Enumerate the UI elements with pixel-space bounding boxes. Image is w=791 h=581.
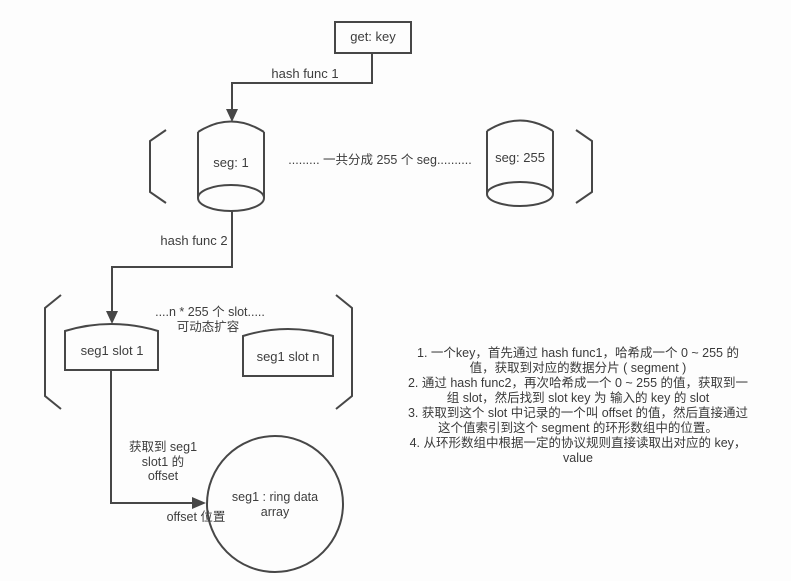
seg1-cylinder xyxy=(197,120,265,198)
notes-line-4: 组 slot，然后找到 slot key 为 输入的 key 的 slot xyxy=(446,391,710,405)
slotn-box xyxy=(242,328,334,377)
ring-data-label-line2: array xyxy=(260,504,290,519)
notes-line-1: 1. 一个key，首先通过 hash func1，哈希成一个 0 ~ 255 的 xyxy=(417,346,739,360)
seg1-label: seg: 1 xyxy=(213,155,249,170)
hash-func-2-label: hash func 2 xyxy=(160,233,228,248)
notes-block: 1. 一个key，首先通过 hash func1，哈希成一个 0 ~ 255 的… xyxy=(398,346,758,466)
seg1-cylinder-base xyxy=(197,184,265,212)
notes-line-7: 4. 从环形数组中根据一定的协议规则直接读取出对应的 key， xyxy=(409,436,747,450)
connector-offset xyxy=(110,370,192,504)
left-bracket-slots xyxy=(44,294,62,410)
offset-note-line2: slot1 的 xyxy=(141,454,185,469)
notes-line-6: 这个值索引到这个 segment 的环形数组中的位置。 xyxy=(438,421,718,435)
notes-line-2: 值，获取到对应的数据分片 ( segment ) xyxy=(469,361,687,375)
right-bracket-slots xyxy=(335,294,353,410)
right-bracket-segments xyxy=(575,129,593,204)
connector-hash-func-2 xyxy=(111,211,233,312)
offset-note-line3: offset xyxy=(147,469,179,483)
offset-note-line1: 获取到 seg1 xyxy=(128,440,198,454)
slot-expand-label: 可动态扩容 xyxy=(176,320,240,334)
arrowhead-hash-func-2 xyxy=(106,311,118,324)
seg-count-label: ......... 一共分成 255 个 seg.......... xyxy=(288,153,472,167)
notes-line-3: 2. 通过 hash func2，再次哈希成一个 0 ~ 255 的值，获取到一 xyxy=(407,376,749,390)
connector-hash-func-1 xyxy=(231,53,373,110)
seg255-cylinder-base xyxy=(486,181,554,207)
ring-data-label: seg1 : ring data array xyxy=(232,490,318,519)
get-key-label: get: key xyxy=(350,29,396,44)
left-bracket-segments xyxy=(149,129,167,204)
slot1-label: seg1 slot 1 xyxy=(80,343,144,358)
notes-line-8: value xyxy=(563,451,593,465)
arrowhead-hash-func-1 xyxy=(226,109,238,122)
slot1-box xyxy=(64,323,159,371)
seg255-label: seg: 255 xyxy=(495,150,545,165)
offset-note: 获取到 seg1 slot1 的 offset xyxy=(129,440,197,484)
ring-data-circle xyxy=(206,435,344,573)
seg255-cylinder xyxy=(486,119,554,194)
ring-data-label-line1: seg1 : ring data xyxy=(231,490,319,504)
offset-position-label: offset 位置 xyxy=(166,510,226,524)
notes-line-5: 3. 获取到这个 slot 中记录的一个叫 offset 的值，然后直接通过 xyxy=(407,406,749,420)
slotn-label: seg1 slot n xyxy=(256,349,320,364)
hash-func-1-label: hash func 1 xyxy=(271,66,339,81)
slot-count-label: ....n * 255 个 slot..... xyxy=(155,305,265,319)
arrowhead-offset xyxy=(192,497,206,509)
